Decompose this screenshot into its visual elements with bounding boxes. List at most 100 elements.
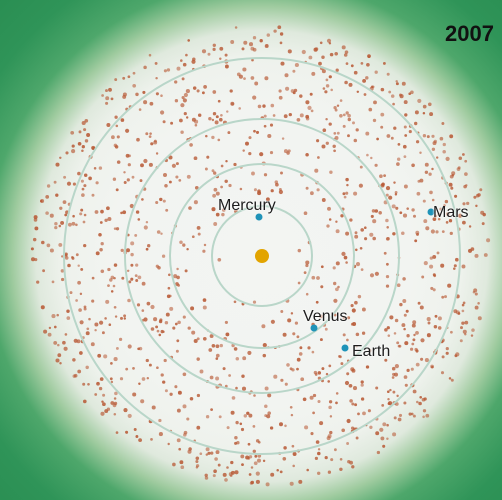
asteroid-dot bbox=[248, 473, 252, 476]
asteroid-dot bbox=[308, 55, 313, 60]
asteroid-dot bbox=[63, 175, 67, 179]
asteroid-dot bbox=[406, 207, 409, 210]
asteroid-dot bbox=[250, 76, 255, 80]
asteroid-dot bbox=[422, 111, 426, 115]
asteroid-dot bbox=[305, 260, 310, 265]
asteroid-dot bbox=[206, 155, 210, 159]
asteroid-dot bbox=[108, 87, 112, 92]
asteroid-dot bbox=[419, 305, 424, 310]
asteroid-dot bbox=[386, 423, 389, 427]
asteroid-dot bbox=[135, 92, 139, 97]
asteroid-dot bbox=[317, 448, 321, 451]
asteroid-dot bbox=[113, 263, 118, 267]
asteroid-dot bbox=[441, 355, 445, 359]
asteroid-dot bbox=[180, 103, 185, 108]
asteroid-dot bbox=[262, 104, 266, 108]
asteroid-dot bbox=[215, 357, 219, 360]
asteroid-dot bbox=[82, 220, 86, 224]
asteroid-dot bbox=[205, 134, 208, 138]
asteroid-dot bbox=[396, 162, 400, 166]
asteroid-dot bbox=[415, 230, 420, 235]
asteroid-dot bbox=[399, 93, 402, 97]
asteroid-dot bbox=[270, 319, 275, 324]
asteroid-dot bbox=[77, 264, 80, 267]
asteroid-dot bbox=[62, 340, 66, 345]
asteroid-dot bbox=[212, 193, 217, 198]
asteroid-dot bbox=[287, 49, 292, 54]
asteroid-dot bbox=[279, 41, 283, 45]
asteroid-dot bbox=[355, 262, 361, 267]
asteroid-dot bbox=[276, 469, 279, 472]
asteroid-dot bbox=[280, 171, 283, 175]
asteroid-dot bbox=[461, 309, 465, 313]
asteroid-dot bbox=[428, 172, 432, 176]
asteroid-dot bbox=[228, 183, 232, 188]
asteroid-dot bbox=[463, 184, 467, 189]
asteroid-dot bbox=[101, 400, 104, 403]
asteroid-dot bbox=[75, 223, 78, 227]
asteroid-dot bbox=[125, 430, 129, 434]
asteroid-dot bbox=[345, 261, 348, 264]
asteroid-dot bbox=[424, 358, 429, 363]
asteroid-dot bbox=[462, 202, 466, 206]
year-label: 2007 bbox=[445, 21, 494, 46]
asteroid-dot bbox=[315, 440, 320, 444]
asteroid-dot bbox=[51, 280, 55, 284]
asteroid-dot bbox=[367, 409, 371, 413]
asteroid-dot bbox=[168, 273, 171, 277]
asteroid-dot bbox=[98, 233, 102, 237]
asteroid-dot bbox=[213, 171, 217, 175]
asteroid-dot bbox=[55, 193, 59, 197]
asteroid-dot bbox=[110, 380, 114, 384]
asteroid-dot bbox=[248, 151, 252, 156]
asteroid-dot bbox=[347, 134, 350, 138]
asteroid-dot bbox=[353, 191, 358, 196]
asteroid-dot bbox=[143, 225, 148, 230]
asteroid-dot bbox=[316, 188, 320, 192]
asteroid-dot bbox=[53, 180, 57, 184]
asteroid-dot bbox=[410, 90, 414, 95]
asteroid-dot bbox=[143, 65, 147, 70]
asteroid-dot bbox=[219, 57, 222, 60]
asteroid-dot bbox=[328, 405, 332, 410]
asteroid-dot bbox=[174, 322, 178, 326]
asteroid-dot bbox=[321, 198, 326, 202]
asteroid-dot bbox=[173, 274, 178, 279]
asteroid-dot bbox=[419, 178, 424, 183]
asteroid-dot bbox=[84, 118, 89, 123]
asteroid-dot bbox=[215, 353, 220, 358]
asteroid-dot bbox=[335, 220, 338, 223]
asteroid-dot bbox=[310, 109, 314, 113]
asteroid-dot bbox=[351, 368, 356, 373]
asteroid-dot bbox=[292, 464, 295, 468]
asteroid-dot bbox=[160, 232, 163, 235]
asteroid-dot bbox=[210, 451, 214, 455]
asteroid-dot bbox=[280, 378, 284, 382]
asteroid-dot bbox=[371, 85, 375, 89]
asteroid-dot bbox=[148, 162, 153, 167]
asteroid-dot bbox=[374, 271, 379, 276]
asteroid-dot bbox=[257, 104, 262, 109]
asteroid-dot bbox=[355, 128, 359, 132]
asteroid-dot bbox=[75, 253, 79, 257]
asteroid-dot bbox=[113, 397, 117, 400]
asteroid-dot bbox=[236, 441, 240, 445]
asteroid-dot bbox=[85, 331, 90, 336]
asteroid-dot bbox=[189, 397, 194, 401]
asteroid-dot bbox=[311, 275, 316, 280]
asteroid-dot bbox=[299, 346, 303, 350]
orbit-venus bbox=[169, 163, 355, 349]
asteroid-dot bbox=[372, 118, 377, 123]
asteroid-dot bbox=[274, 180, 279, 184]
asteroid-dot bbox=[226, 426, 230, 430]
asteroid-dot bbox=[102, 393, 106, 397]
asteroid-dot bbox=[410, 367, 414, 371]
asteroid-dot bbox=[431, 167, 434, 171]
asteroid-dot bbox=[202, 305, 207, 310]
asteroid-dot bbox=[362, 78, 367, 83]
asteroid-dot bbox=[86, 327, 90, 331]
asteroid-dot bbox=[328, 75, 332, 79]
asteroid-dot bbox=[225, 332, 230, 337]
asteroid-dot bbox=[81, 187, 85, 191]
asteroid-dot bbox=[421, 275, 425, 279]
